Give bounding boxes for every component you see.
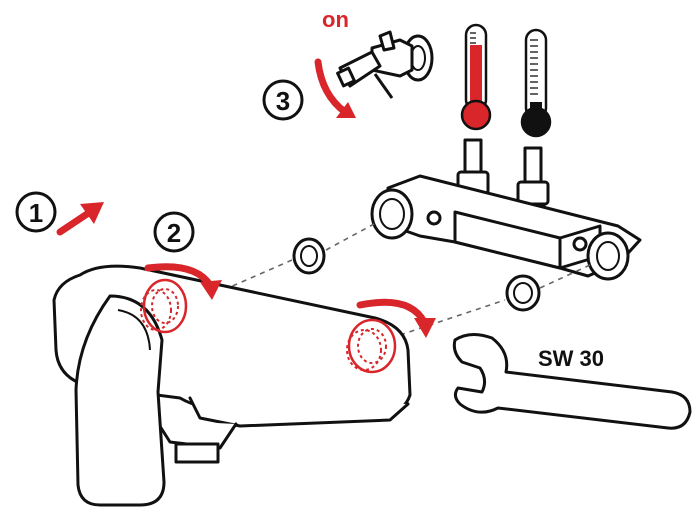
thermometer-cold-icon: [520, 28, 552, 138]
step-1-marker: 1: [15, 191, 57, 233]
seal-ring-left: [292, 237, 326, 275]
step-1-number: 1: [29, 198, 43, 228]
mixer-tap: [52, 264, 412, 507]
valve-on-label: on: [322, 7, 349, 32]
step-1-arrow: [56, 202, 104, 236]
thermometer-hot-icon: [460, 23, 492, 131]
turn-on-arrow: [314, 58, 356, 118]
step-2-number: 2: [167, 218, 181, 248]
angle-valve: [336, 30, 434, 99]
wrench-icon: [452, 333, 692, 430]
wrench-size-label: SW 30: [538, 346, 604, 371]
mixer-inlet-right: [346, 318, 397, 374]
seal-ring-right: [505, 274, 541, 312]
tighten-arrow-right: [356, 298, 436, 338]
step-3-marker: 3: [262, 79, 304, 121]
step-3-number: 3: [276, 86, 290, 116]
mixer-inlet-left: [140, 278, 188, 334]
tighten-arrow-left: [144, 263, 222, 300]
step-2-marker: 2: [153, 211, 195, 253]
alignment-lines: [204, 223, 591, 336]
wall-connection-block: [370, 138, 642, 281]
